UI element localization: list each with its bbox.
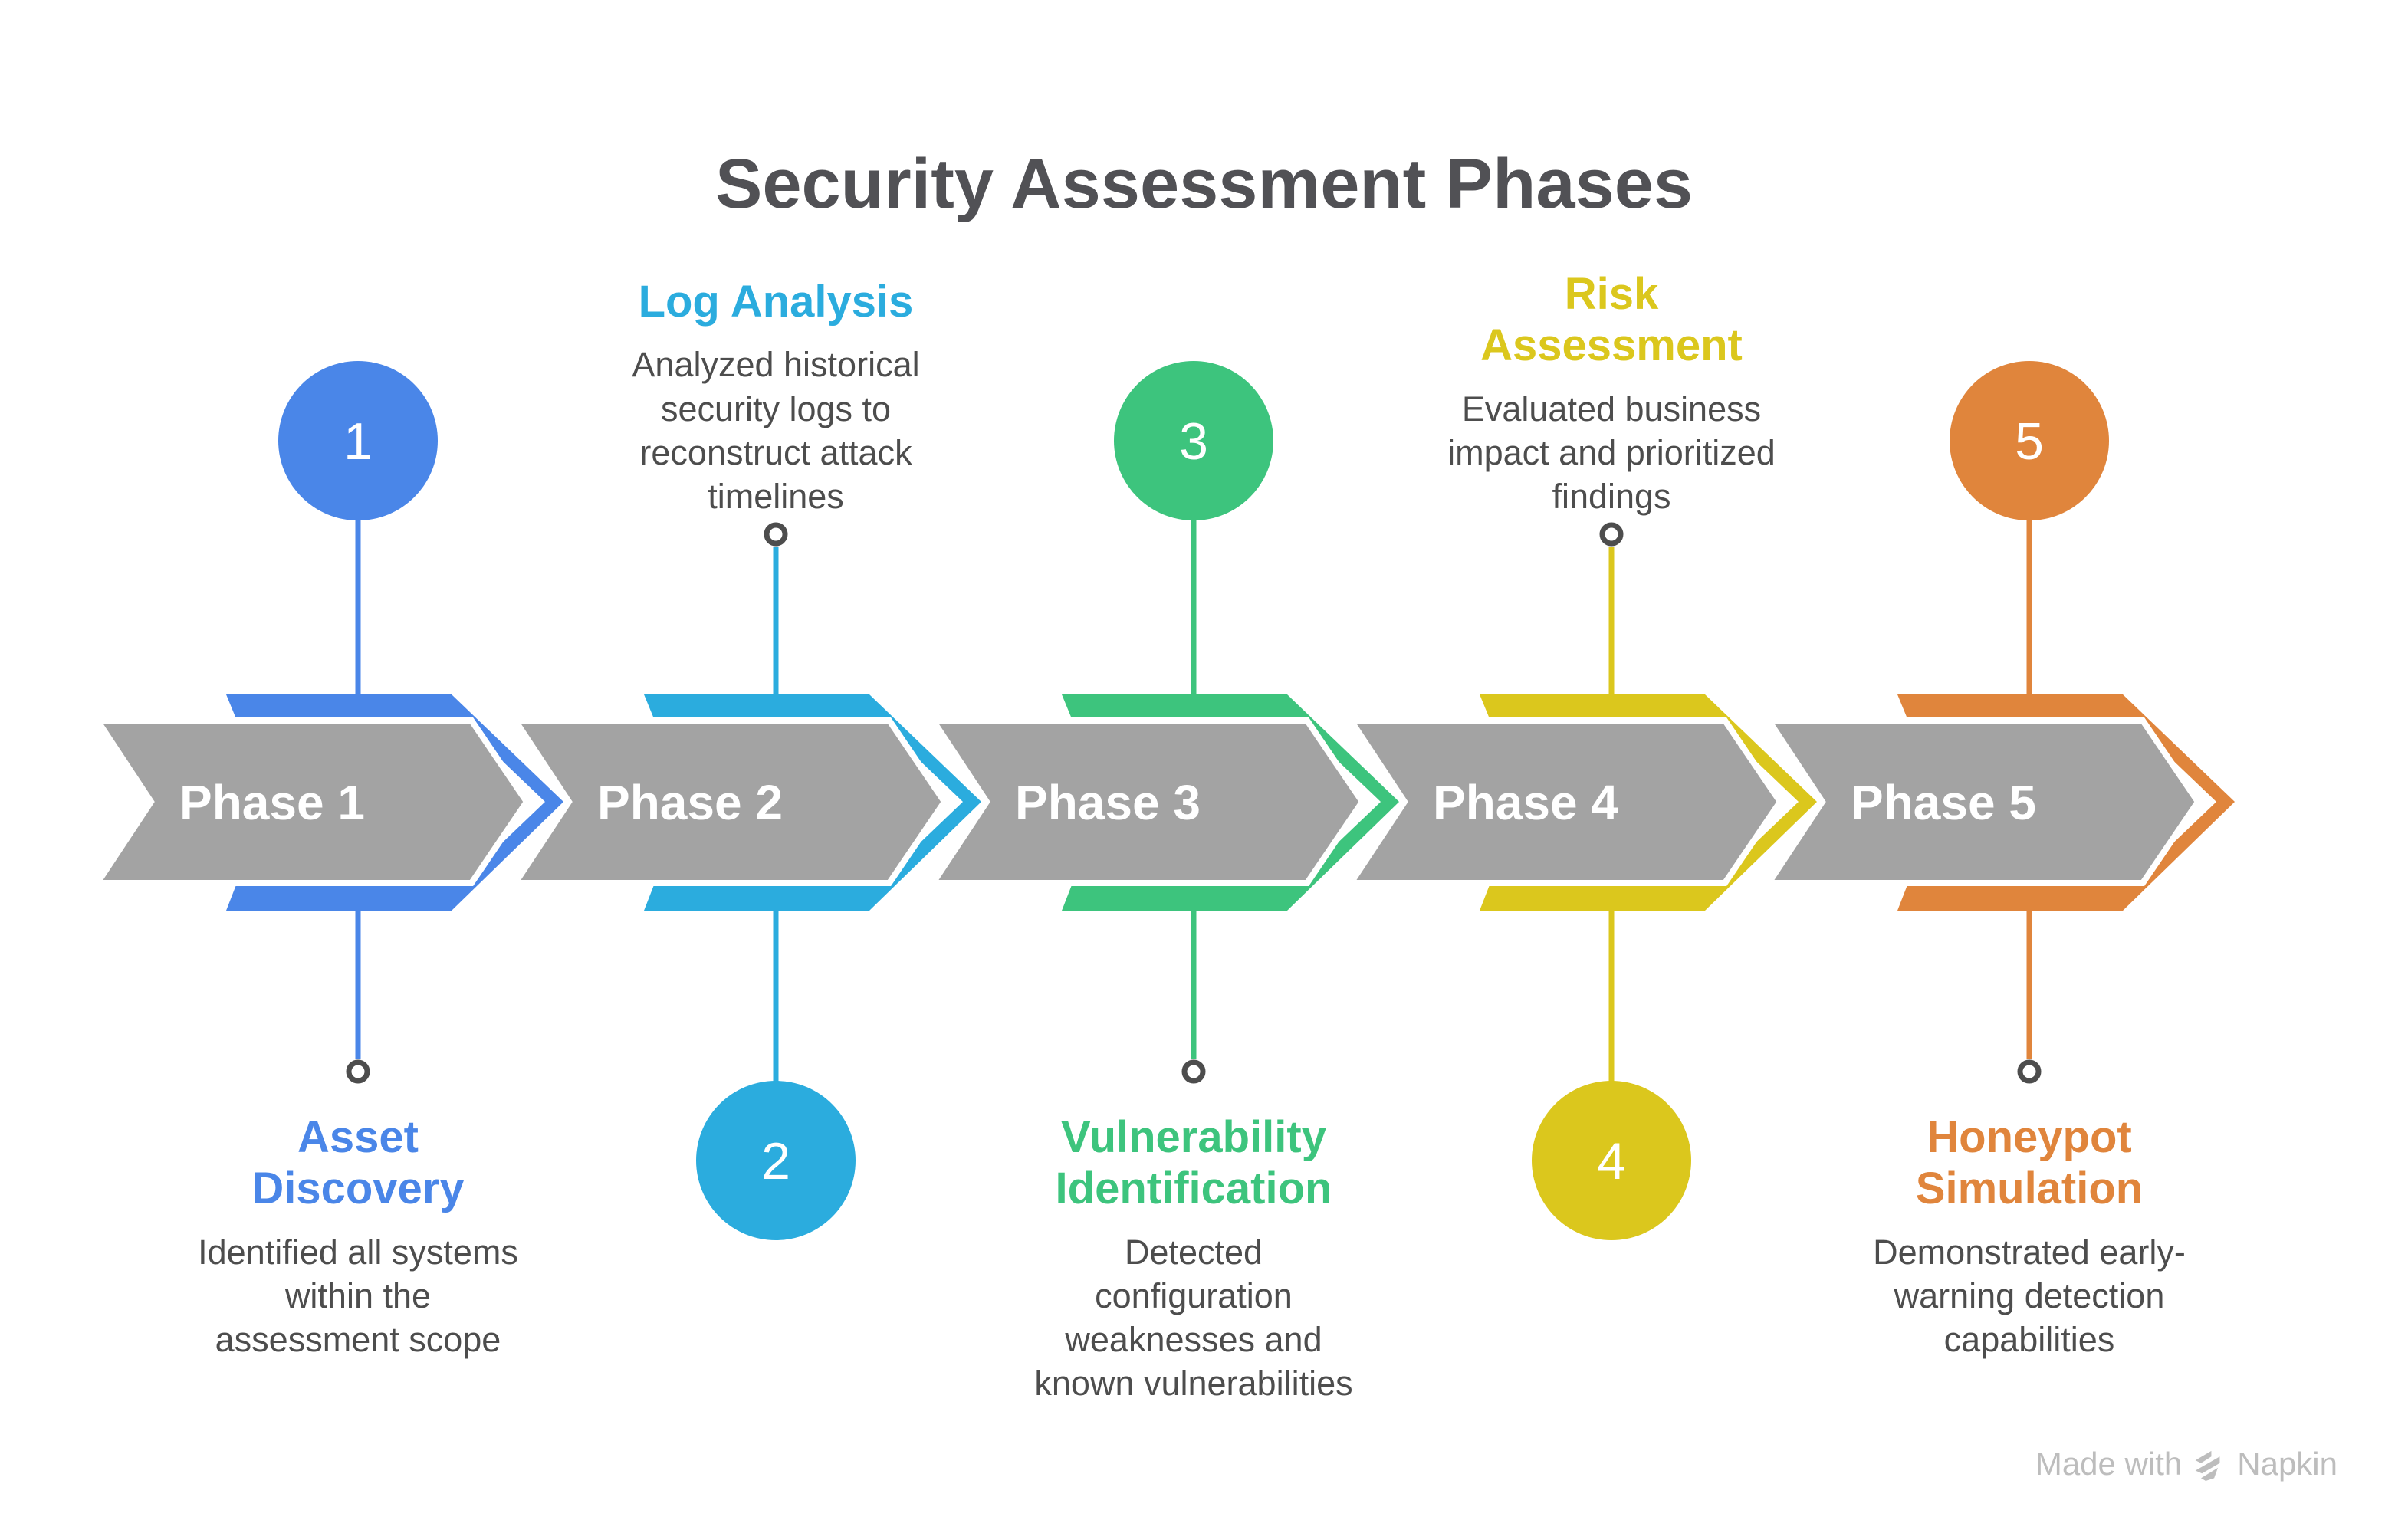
phase-2-connector-dot (764, 522, 788, 547)
phase-1-chevron-ring (226, 694, 563, 911)
phase-3-arrow (927, 717, 1366, 886)
phase-1-number: 1 (343, 412, 373, 471)
phase-4-description: Evaluated business impact and prioritize… (1447, 389, 1776, 516)
phase-4-chevron-ring (1480, 694, 1817, 911)
phase-3-number-circle (1114, 361, 1273, 520)
phase-5-description: Demonstrated early-warning detection cap… (1873, 1232, 2186, 1359)
watermark: Made with Napkin (2035, 1446, 2337, 1482)
phase-2-number-circle (696, 1081, 856, 1240)
napkin-logo-icon (2195, 1450, 2220, 1481)
phase-5-title: Honeypot Simulation (1915, 1112, 2144, 1214)
phase-5-band-label: Phase 5 (1851, 775, 2036, 830)
phase-4-number: 4 (1597, 1132, 1626, 1190)
phase-3-band-label: Phase 3 (1015, 775, 1201, 830)
phase-2-arrow (509, 717, 948, 886)
phase-3-connector-dot (1181, 1059, 1206, 1084)
page-title: Security Assessment Phases (715, 145, 1693, 223)
phase-4-title: Risk Assessment (1480, 269, 1743, 371)
phase-5-arrow (1762, 717, 2202, 886)
watermark-prefix: Made with (2035, 1446, 2183, 1482)
phase-1-connector-dot (346, 1059, 370, 1084)
phase-3-description: Detected configuration weaknesses and kn… (1034, 1232, 1353, 1403)
phase-2-band-label: Phase 2 (597, 775, 783, 830)
phase-1-description: Identified all systems within the assess… (198, 1232, 518, 1359)
phase-4-number-circle (1532, 1081, 1691, 1240)
phase-1-title: Asset Discovery (251, 1112, 465, 1214)
phase-1-number-circle (278, 361, 438, 520)
phase-4-connector-dot (1599, 522, 1624, 547)
phase-3-chevron-ring (1062, 694, 1399, 911)
phase-5-number-circle (1950, 361, 2109, 520)
phase-5-connector-dot (2017, 1059, 2042, 1084)
phase-3-number: 3 (1179, 412, 1208, 471)
phase-4-band-label: Phase 4 (1433, 775, 1618, 830)
phase-2-number: 2 (761, 1132, 790, 1190)
phase-5-number: 5 (2015, 412, 2044, 471)
phase-2-title: Log Analysis (638, 277, 914, 327)
watermark-brand: Napkin (2237, 1446, 2337, 1482)
phase-4-arrow (1345, 717, 1784, 886)
phase-1-arrow (91, 717, 531, 886)
phase-3-title: Vulnerability Identification (1055, 1112, 1332, 1214)
phase-2-description: Analyzed historical security logs to rec… (632, 345, 920, 516)
phase-1-band-label: Phase 1 (179, 775, 365, 830)
phase-5-chevron-ring (1897, 694, 2235, 911)
phase-2-chevron-ring (644, 694, 981, 911)
